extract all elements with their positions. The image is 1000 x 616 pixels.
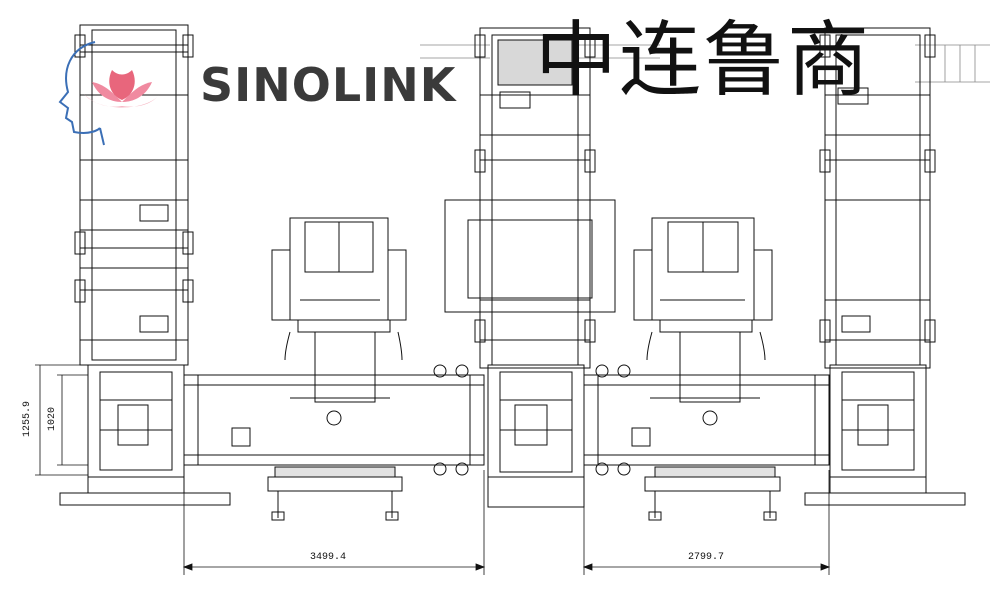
right-horizontal-conveyor (583, 364, 830, 521)
dimension-span-left: 3499.4 (310, 552, 347, 563)
dimension-span-right: 2799.7 (688, 552, 725, 563)
dimension-height-inner: 1020 (47, 407, 58, 432)
head-lotus-logo-icon (58, 41, 160, 146)
left-base-unit (59, 364, 231, 506)
left-machine-unit (271, 217, 407, 403)
right-machine-unit (633, 217, 773, 403)
dimension-height-outer: 1255.9 (22, 401, 33, 438)
dimension-lines (35, 364, 831, 575)
center-base-unit (487, 364, 585, 508)
brand-logo-text: SINOLINK (200, 58, 457, 112)
right-base-unit (804, 364, 966, 506)
center-vertical-elevator (444, 27, 616, 369)
brand-chinese-text: 中连鲁商 (535, 13, 872, 108)
background-conveyor-rails (420, 44, 990, 83)
left-horizontal-conveyor (183, 364, 485, 521)
